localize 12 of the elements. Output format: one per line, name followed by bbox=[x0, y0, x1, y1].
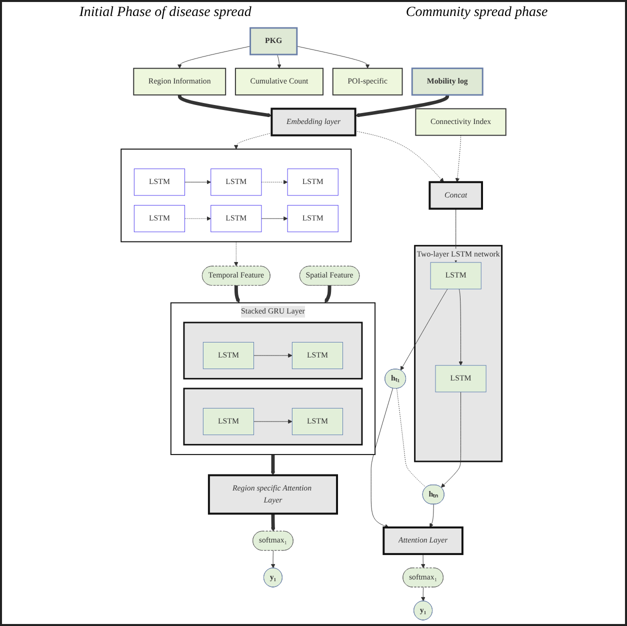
arrow bbox=[270, 513, 276, 532]
arrow bbox=[270, 454, 276, 476]
cluster bbox=[183, 322, 363, 380]
cluster bbox=[120, 148, 352, 242]
phase-label: Initial Phase of disease spread bbox=[79, 5, 252, 21]
phase-label: Community spread phase bbox=[406, 5, 548, 21]
arrow bbox=[178, 94, 272, 118]
cluster bbox=[183, 388, 363, 446]
arrow bbox=[355, 94, 450, 118]
connector bbox=[396, 388, 426, 488]
arrow bbox=[234, 285, 240, 304]
arrow bbox=[324, 285, 332, 304]
